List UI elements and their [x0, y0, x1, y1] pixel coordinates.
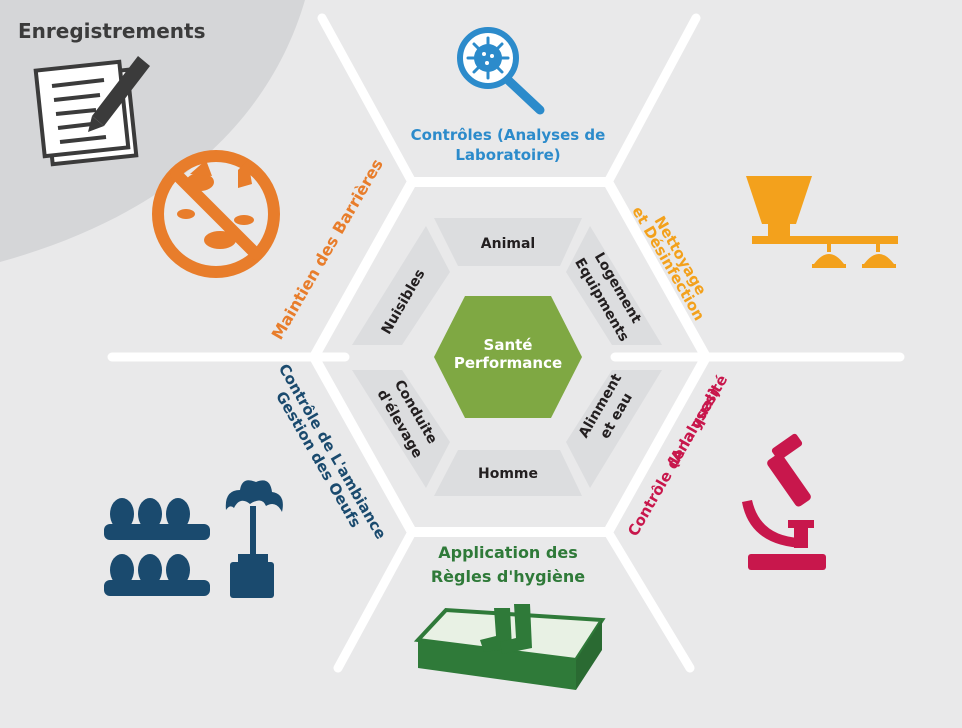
outer-label-lab-2: Laboratoire) — [455, 146, 560, 164]
inner-label-animal: Animal — [481, 236, 535, 252]
outer-hexagon — [308, 177, 712, 537]
panel-nuisibles — [352, 226, 450, 345]
feeder-hopper-icon — [746, 176, 898, 268]
inner-label-homme: Homme — [478, 466, 538, 482]
panel-animal — [434, 218, 582, 266]
inner-panels — [352, 218, 662, 496]
panel-conduite — [352, 370, 450, 488]
panel-homme — [434, 450, 582, 496]
center-hexagon — [434, 296, 582, 418]
virus-magnifier-icon — [457, 27, 545, 115]
outer-label-hygiene-1: Application des — [438, 543, 577, 562]
separator-lines — [107, 13, 905, 673]
corner-label: Enregistrements — [18, 19, 206, 43]
panel-alinment — [566, 370, 662, 488]
egg-trays-icon — [104, 498, 210, 596]
microscope-icon — [742, 433, 826, 570]
footbath-boots-icon — [413, 604, 606, 690]
no-pests-icon — [152, 150, 280, 278]
notepad-pencil-icon — [33, 56, 150, 167]
outer-label-hygiene-2: Règles d'hygiène — [431, 567, 585, 586]
panel-logement — [566, 226, 662, 345]
center-label-1: Santé — [484, 336, 533, 354]
center-label-2: Performance — [454, 354, 562, 372]
outer-label-lab-1: Contrôles (Analyses de — [411, 126, 606, 144]
fogger-icon — [225, 480, 283, 598]
